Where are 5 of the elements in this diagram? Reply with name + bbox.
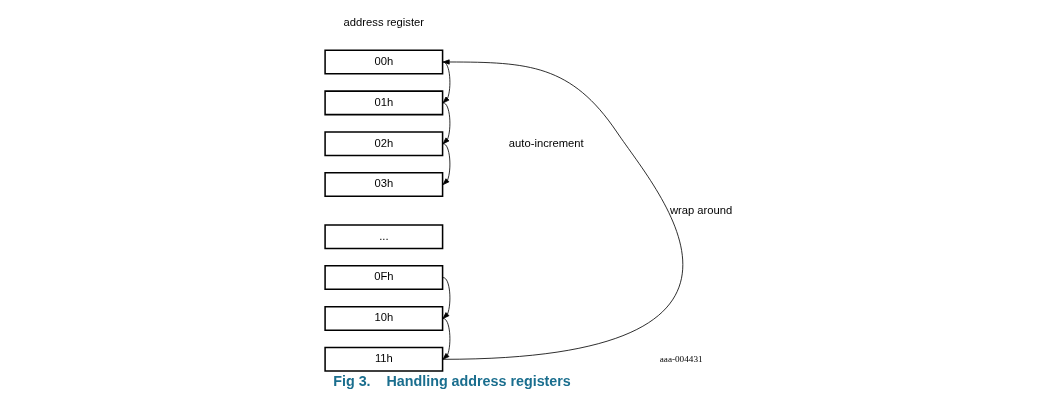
label: auto-increment	[508, 136, 584, 149]
label: address register	[343, 15, 424, 28]
caption: Fig 3. Handling address registers	[332, 372, 571, 389]
label: aaa-004431	[659, 353, 703, 364]
edge-label: wrap around	[669, 203, 732, 216]
